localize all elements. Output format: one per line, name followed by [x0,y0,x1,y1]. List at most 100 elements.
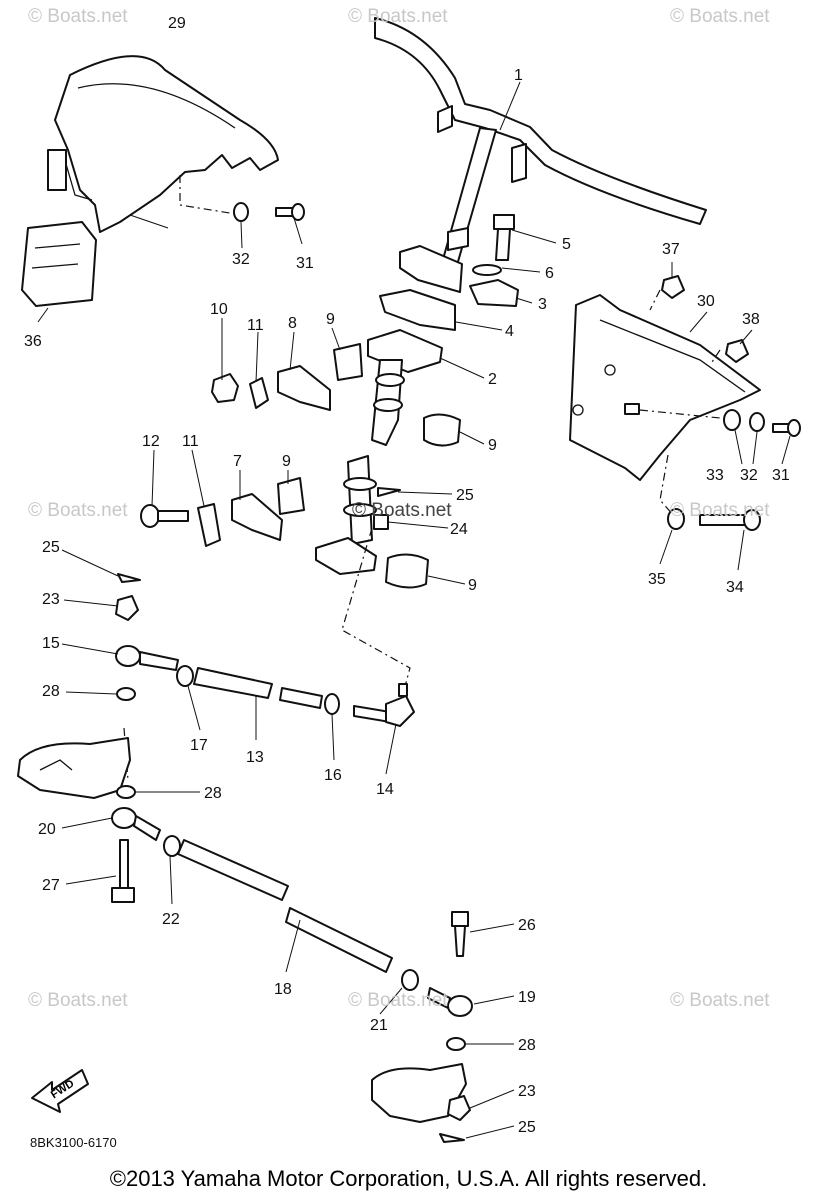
callout-27: 27 [42,877,60,894]
leader-lines [37,81,791,1139]
watermark: © Boats.net [348,6,448,27]
nut-part-22 [163,835,181,857]
callout-29: 29 [168,15,186,32]
rod-end-part-15 [115,645,179,671]
callout-28-upper: 28 [42,683,60,700]
callout-4: 4 [505,323,514,340]
washer-part-33 [723,409,741,431]
steering-arm-upper [17,737,131,799]
clamp-part-9-upper [333,343,363,381]
holder-part-3 [469,279,519,307]
callout-10: 10 [210,301,228,318]
callout-9-right: 9 [488,437,497,454]
callout-7: 7 [233,453,242,470]
handlebar-part-1 [374,17,707,293]
callout-35: 35 [648,571,666,588]
watermark: © Boats.net [28,6,128,27]
callout-1: 1 [514,67,523,84]
washer-part-28-lower [446,1037,466,1051]
nut-part-17 [176,665,194,687]
callout-17: 17 [190,737,208,754]
callout-12: 12 [142,433,160,450]
callout-26: 26 [518,917,536,934]
callout-14: 14 [376,781,394,798]
callout-18: 18 [274,981,292,998]
handlebar-cover-part-29 [47,55,279,233]
callout-13: 13 [246,749,264,766]
callout-15: 15 [42,635,60,652]
pad-part-36 [21,221,97,307]
clamp-part-9-mid [277,477,305,515]
callout-5: 5 [562,236,571,253]
callout-38: 38 [742,311,760,328]
nut-part-23-lower [447,1095,471,1121]
screw-part-31-top [275,203,305,221]
callout-2: 2 [488,371,497,388]
nut-part-37 [661,275,685,299]
bolt-part-27 [111,839,135,903]
screw-part-31-right [772,419,801,437]
bolt-part-5 [493,214,515,261]
cotter-pin-part-25-lower [439,1133,465,1143]
callout-32-right: 32 [740,467,758,484]
rod-end-part-20 [111,807,161,841]
bushing-part-9-right [423,413,461,447]
washer-part-32-right [749,412,765,432]
callout-30: 30 [697,293,715,310]
column-part-2 [367,329,443,446]
rod-part-18 [177,839,393,973]
steering-arm-lower [371,1063,467,1123]
watermark: © Boats.net [348,990,448,1011]
watermark: © Boats.net [28,990,128,1011]
bracket-part-7 [231,493,283,541]
nut-part-16 [324,693,340,715]
callout-31-top: 31 [296,255,314,272]
washer-part-32-top [233,202,249,222]
callout-34: 34 [726,579,744,596]
callout-3: 3 [538,296,547,313]
nut-part-23-upper [115,595,139,621]
bushing-part-9-lower [385,553,429,589]
callout-28-lower: 28 [518,1037,536,1054]
callout-9-lower: 9 [468,577,477,594]
nut-part-38 [725,339,749,363]
nut-part-21 [401,969,419,991]
nut-part-10 [211,373,239,403]
callout-28-mid: 28 [204,785,222,802]
callout-25-upper: 25 [456,487,474,504]
diagram-code: 8BK3100-6170 [30,1135,117,1150]
watermark: © Boats.net [670,6,770,27]
cotter-pin-part-25-left [117,573,141,583]
callout-20: 20 [38,821,56,838]
callout-31-right: 31 [772,467,790,484]
callout-23-upper: 23 [42,591,60,608]
upper-holder-part-4 [379,289,456,331]
side-cover-part-30 [569,289,761,481]
clip-part-11-lower [197,503,221,547]
callout-25-left: 25 [42,539,60,556]
washer-part-6 [472,264,502,276]
callout-11-upper: 11 [247,317,264,334]
bracket-part-8 [277,365,331,411]
callout-numbers: 1 5 6 3 4 2 9 8 9 10 11 12 11 7 9 25 24 … [24,15,790,1136]
watermark: © Boats.net [352,500,452,521]
washer-part-28-upper [116,687,136,701]
callout-21: 21 [370,1017,388,1034]
callout-23-lower: 23 [518,1083,536,1100]
callout-37: 37 [662,241,680,258]
callout-24: 24 [450,521,468,538]
callout-25-lower: 25 [518,1119,536,1136]
spacer-part-35 [667,508,685,530]
bolt-part-34 [699,509,761,531]
callout-9-upper: 9 [326,311,335,328]
watermark: © Boats.net [670,500,770,521]
callout-16: 16 [324,767,342,784]
callout-11-lower: 11 [182,433,199,450]
callout-32-top: 32 [232,251,250,268]
rod-end-part-19 [427,987,473,1017]
rod-part-13 [193,667,323,709]
callout-22: 22 [162,911,180,928]
watermark: © Boats.net [28,500,128,521]
callout-33: 33 [706,467,724,484]
